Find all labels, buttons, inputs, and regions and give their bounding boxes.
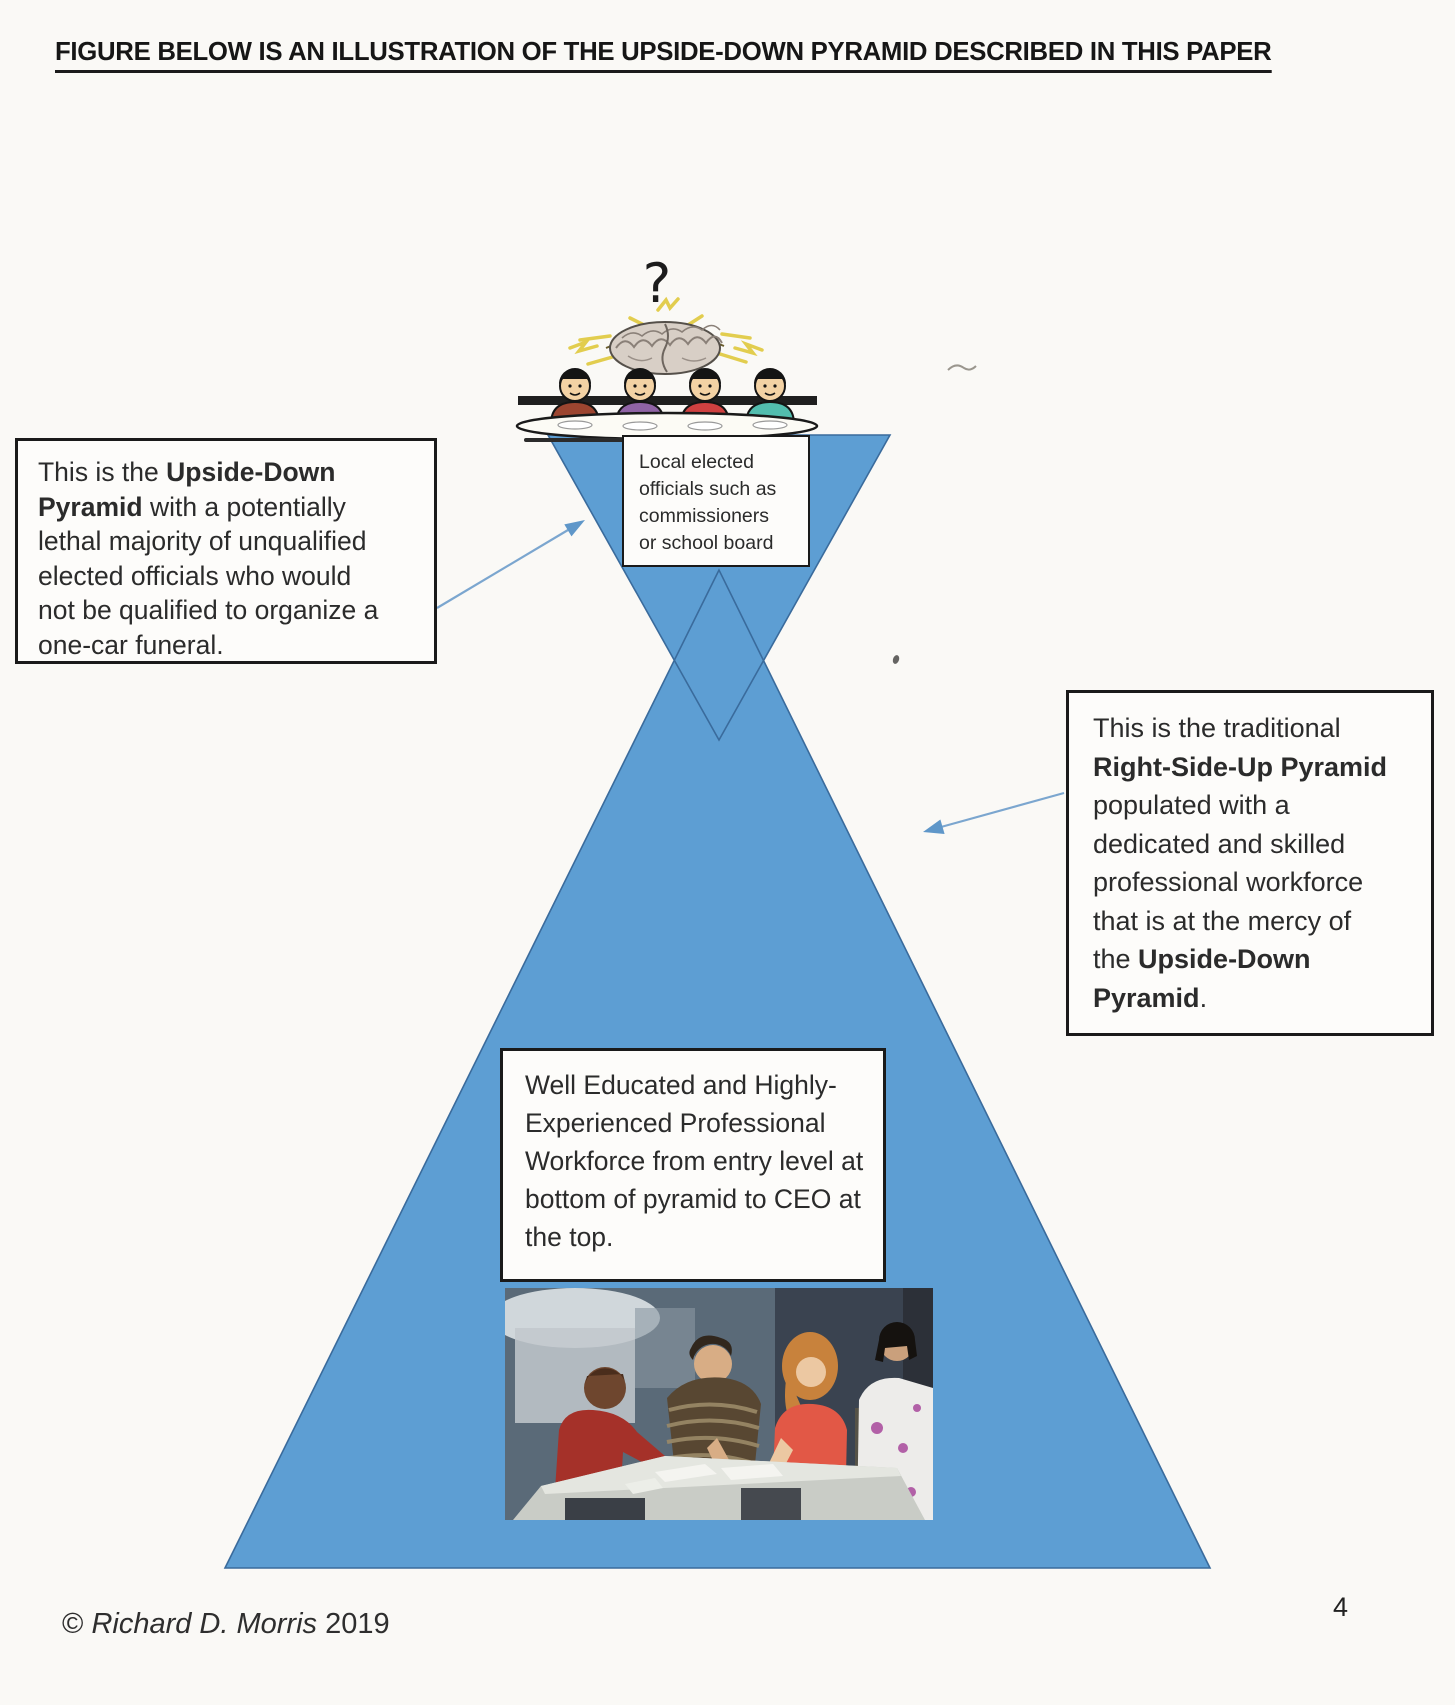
right-callout: This is the traditional Right-Side-Up Py… <box>1066 690 1434 1036</box>
brain-icon <box>609 321 723 375</box>
workforce-label: Well Educated and Highly- Experienced Pr… <box>500 1048 886 1282</box>
left-callout: This is the Upside-Down Pyramid with a p… <box>15 438 437 664</box>
page-number: 4 <box>1333 1592 1349 1622</box>
right-callout-arrow <box>923 791 1065 834</box>
scan-artifact-squiggle <box>947 364 977 371</box>
right-arrow-line <box>940 791 1065 829</box>
right-arrow-head-icon <box>923 819 945 834</box>
left-callout-arrow <box>436 520 585 609</box>
left-arrow-head-icon <box>564 520 585 537</box>
workforce-photo <box>490 1288 933 1520</box>
page-title: FIGURE BELOW IS AN ILLUSTRATION OF THE U… <box>55 36 1272 73</box>
upside-down-pyramid-label: Local elected officials such as commissi… <box>622 435 810 567</box>
copyright-line: © Richard D. Morris 2019 <box>62 1608 390 1640</box>
committee-clipart: ? <box>510 248 825 444</box>
photo-table <box>513 1456 925 1520</box>
left-arrow-line <box>436 529 569 609</box>
bench-back <box>518 396 817 405</box>
right-side-up-pyramid-outline <box>223 568 1212 1569</box>
